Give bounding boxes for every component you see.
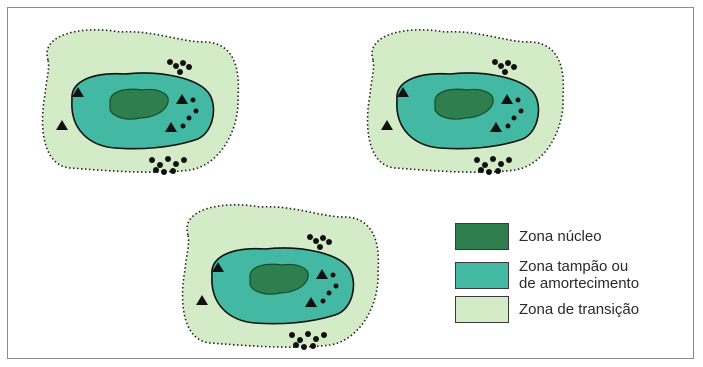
legend-swatch-core	[455, 223, 509, 250]
legend-item-buffer: Zona tampão ou de amortecimento	[455, 258, 639, 292]
reserve-top-left	[43, 30, 239, 175]
legend-swatch-transition	[455, 296, 509, 323]
legend-label-transition: Zona de transição	[519, 301, 639, 318]
legend-item-core: Zona núcleo	[455, 223, 602, 250]
legend-label-core: Zona núcleo	[519, 228, 602, 245]
reserve-bottom	[183, 205, 379, 350]
legend-swatch-buffer	[455, 262, 509, 289]
legend-label-buffer: Zona tampão ou de amortecimento	[519, 258, 639, 292]
legend-item-transition: Zona de transição	[455, 296, 639, 323]
reserve-top-right	[368, 30, 564, 175]
